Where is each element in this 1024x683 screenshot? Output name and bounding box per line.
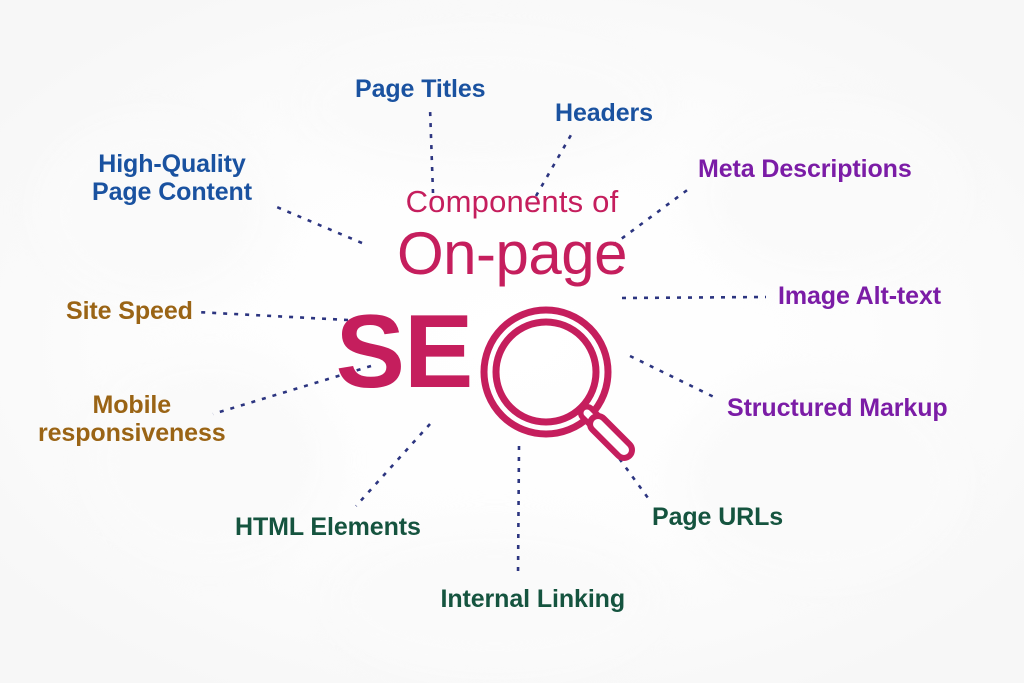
node-label-high-quality-page-content[interactable]: High-Quality Page Content xyxy=(92,150,252,206)
node-label-meta-descriptions[interactable]: Meta Descriptions xyxy=(698,155,912,183)
node-label-internal-linking[interactable]: Internal Linking xyxy=(440,585,626,613)
connector-line-page-titles xyxy=(428,107,435,194)
connector-line-meta-descriptions xyxy=(612,186,691,247)
node-label-html-elements[interactable]: HTML Elements xyxy=(235,513,421,541)
magnifying-glass-icon xyxy=(480,306,636,461)
seo-wordmark: SE xyxy=(0,300,1024,469)
node-label-page-urls[interactable]: Page URLs xyxy=(652,503,784,531)
connector-line-site-speed xyxy=(195,310,349,322)
seo-letters: SE xyxy=(335,294,474,410)
node-label-site-speed[interactable]: Site Speed xyxy=(66,297,193,325)
connector-line-image-alt-text xyxy=(621,295,767,300)
connector-line-headers xyxy=(534,134,573,197)
connector-line-high-quality-page-content xyxy=(271,203,363,245)
node-label-mobile-responsiveness[interactable]: Mobile responsiveness xyxy=(38,391,226,447)
node-label-headers[interactable]: Headers xyxy=(555,99,653,127)
node-label-image-alt-text[interactable]: Image Alt-text xyxy=(778,282,941,310)
connector-line-html-elements xyxy=(355,423,431,507)
node-label-structured-markup[interactable]: Structured Markup xyxy=(727,394,948,422)
node-label-page-titles[interactable]: Page Titles xyxy=(355,75,486,103)
